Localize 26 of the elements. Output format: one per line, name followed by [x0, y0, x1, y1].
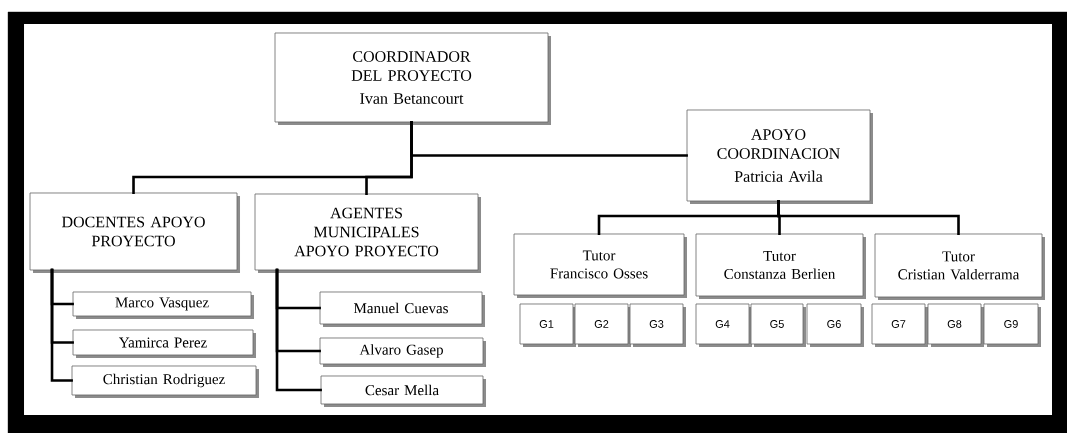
group-box: G9 — [983, 303, 1041, 347]
connector-line — [50, 268, 73, 382]
connector-line — [275, 268, 322, 392]
group-box: G4 — [695, 303, 752, 347]
group-box: G3 — [629, 303, 686, 347]
name-box: Manuel Cuevas — [319, 291, 485, 327]
tutor-box: Tutor Francisco Osses — [513, 233, 687, 298]
tutor-box: Tutor Constanza Berlien — [695, 233, 866, 299]
position-box: COORDINADOR DEL PROYECTO Ivan Betancourt — [274, 32, 551, 125]
group-box: G8 — [927, 303, 984, 347]
name-box: Cesar Mella — [320, 375, 486, 407]
connector-line — [777, 200, 960, 235]
group-box: G1 — [519, 303, 576, 347]
name-box: Marco Vasquez — [72, 291, 254, 319]
group-box: G2 — [574, 303, 631, 347]
group-box: G6 — [806, 303, 864, 347]
position-box: AGENTES MUNICIPALES APOYO PROYECTO — [254, 193, 481, 273]
tutor-box: Tutor Cristian Valderrama — [874, 233, 1045, 300]
group-box: G7 — [871, 303, 928, 347]
name-box: Christian Rodriguez — [71, 365, 259, 398]
position-box: APOYO COORDINACION Patricia Avila — [686, 109, 873, 204]
connector-line — [365, 121, 413, 195]
position-box: DOCENTES APOYO PROYECTO — [29, 192, 240, 273]
group-box: G5 — [750, 303, 806, 347]
name-box: Alvaro Gasep — [319, 337, 486, 367]
name-box: Yamirca Perez — [72, 329, 256, 358]
